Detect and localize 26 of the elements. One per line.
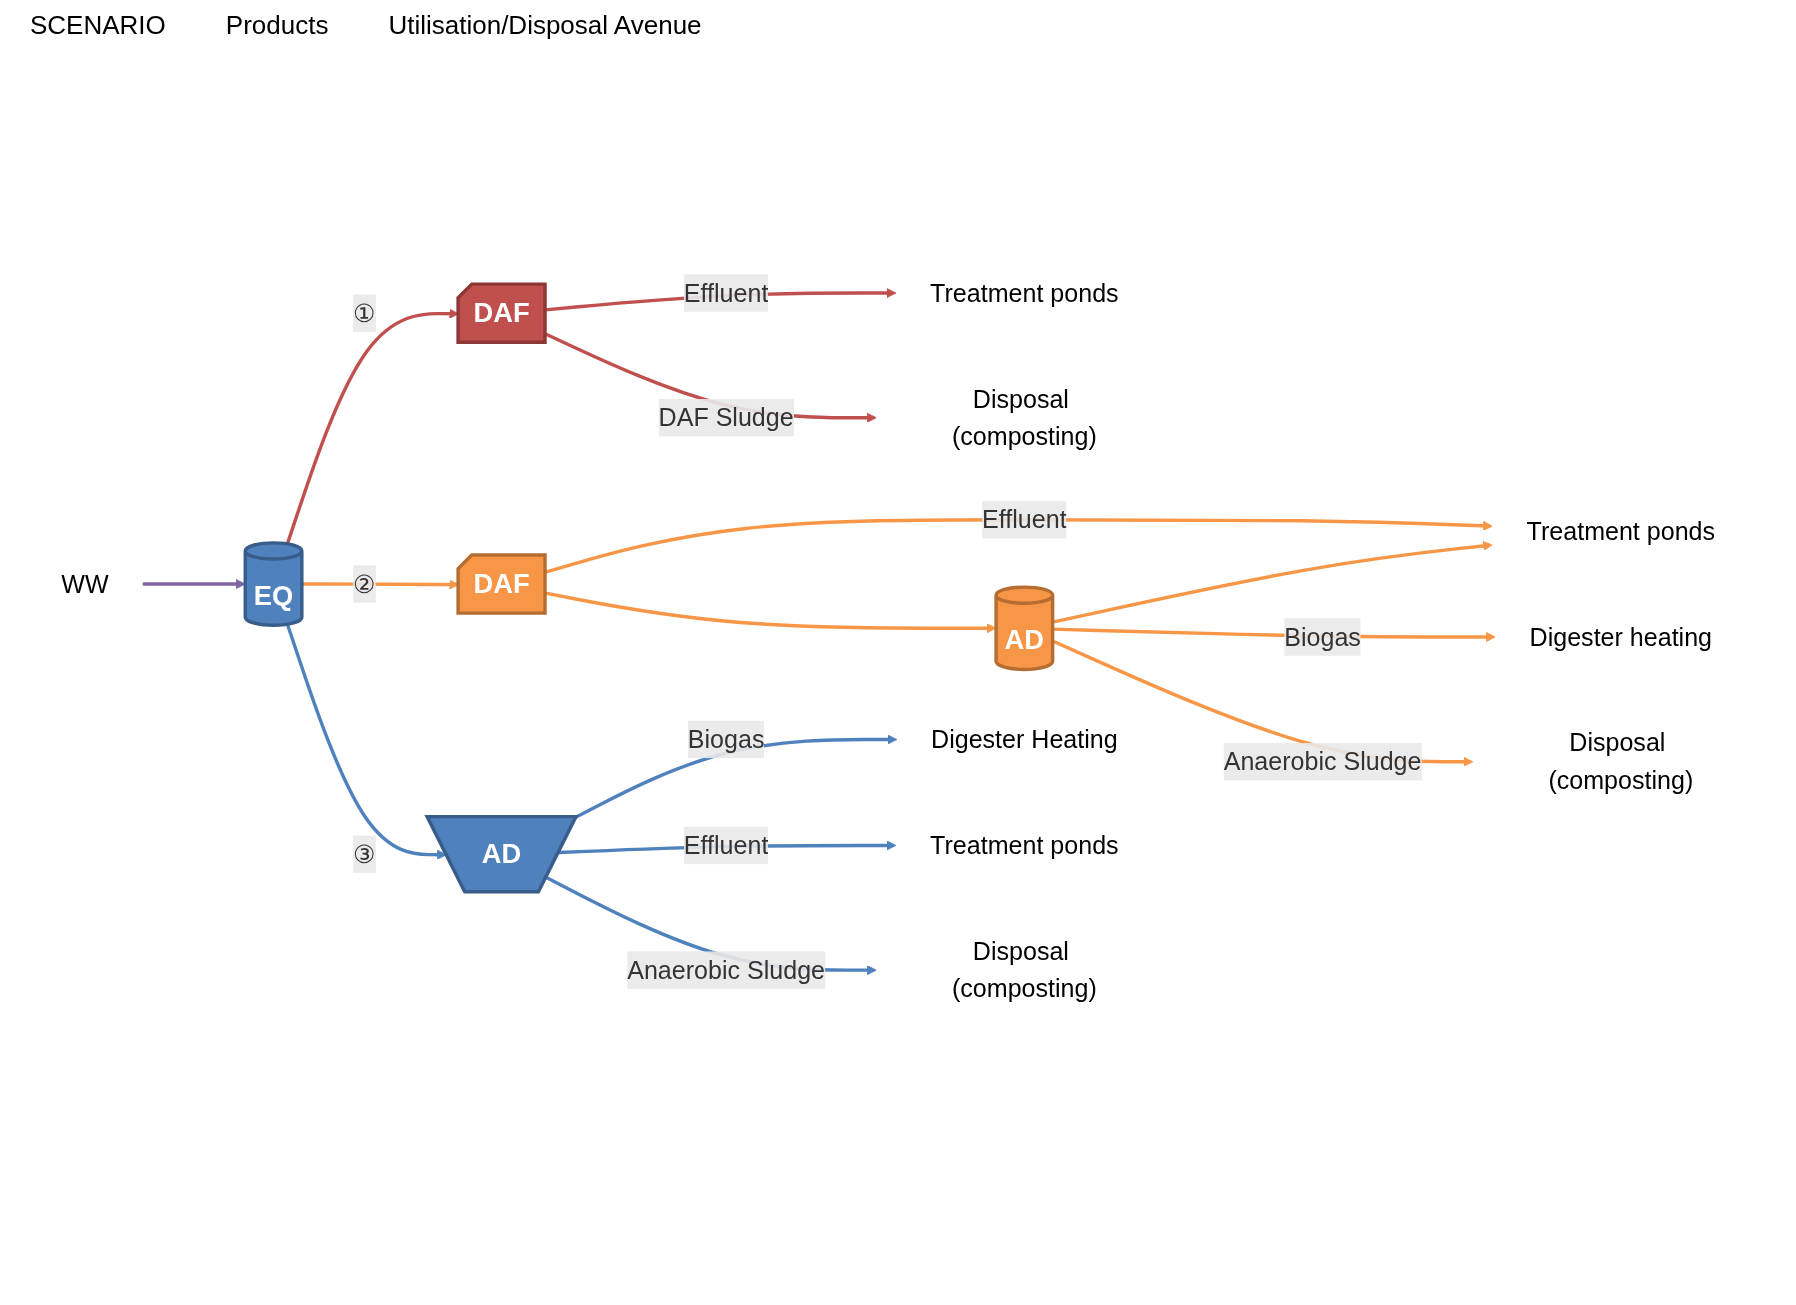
node-text: WW bbox=[61, 569, 109, 599]
column-heading: Products bbox=[225, 10, 329, 41]
edge-label: ② bbox=[353, 569, 376, 599]
node-text: Digester heating bbox=[1529, 622, 1713, 652]
edge-label: Biogas bbox=[1284, 622, 1361, 652]
node-text: Disposal (composting) bbox=[951, 937, 1097, 1004]
edge-label: ① bbox=[353, 298, 376, 328]
edge-label: Anaerobic Sludge bbox=[1223, 747, 1422, 776]
edge-label: ③ bbox=[353, 839, 376, 869]
edge-label: Effluent bbox=[982, 505, 1067, 534]
arrow bbox=[285, 623, 447, 860]
arrow bbox=[1052, 540, 1493, 624]
node-text: Treatment ponds bbox=[930, 831, 1119, 860]
column-heading: SCENARIO bbox=[30, 10, 166, 41]
node-text: Disposal (composting) bbox=[1548, 728, 1694, 795]
edge-label: Effluent bbox=[683, 831, 769, 860]
arrow bbox=[142, 579, 246, 590]
node-text: Treatment ponds bbox=[1526, 516, 1716, 546]
edge-label: Effluent bbox=[683, 278, 769, 308]
node-text: Treatment ponds bbox=[930, 278, 1119, 308]
node-text: Disposal (composting) bbox=[951, 384, 1097, 451]
edge-label: Biogas bbox=[687, 725, 765, 754]
column-heading: Utilisation/Disposal Avenue bbox=[388, 10, 702, 41]
edge-label: DAF Sludge bbox=[658, 403, 794, 432]
node-text: Digester Heating bbox=[931, 725, 1118, 754]
edge-label: Anaerobic Sludge bbox=[627, 955, 826, 985]
